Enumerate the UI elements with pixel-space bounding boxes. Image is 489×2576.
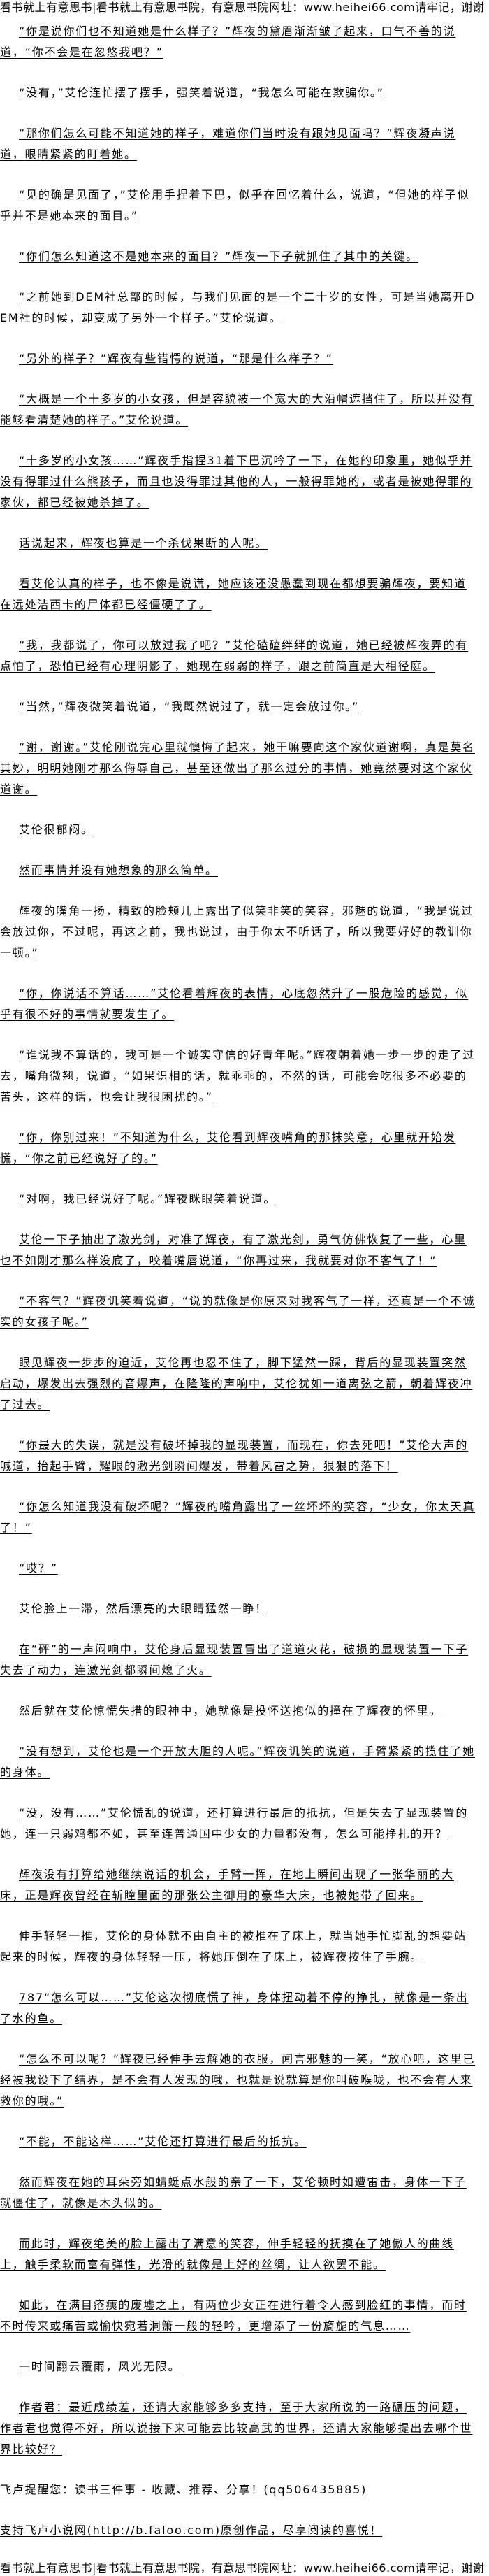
chapter-paragraph: 787“怎么可以……”艾伦这次彻底慌了神，身体扭动着不停的挣扎，就像是一条出了水… — [0, 1991, 469, 2025]
chapter-paragraph: 然而事情并没有她想象的那么简单。 — [19, 864, 218, 877]
chapter-paragraph: “当然，”辉夜微笑着说道，“我既然说过了，就一定会放过你。” — [19, 700, 360, 713]
chapter-paragraph: “另外的样子？”辉夜有些错愕的说道，“那是什么样子？” — [19, 352, 333, 365]
chapter-paragraph: “谢，谢谢。”艾伦刚说完心里就懊悔了起来，她干嘛要向这个家伙道谢啊，真是莫名其妙… — [0, 740, 475, 796]
chapter-paragraph: 然而辉夜在她的耳朵旁如蜻蜓点水般的亲了一下，艾伦顿时如遭雷击，身体一下子就僵住了… — [0, 2175, 467, 2210]
chapter-paragraph: “你，你说话不算话……”艾伦看着辉夜的表情，心底忽然升了一股危险的感觉，似乎有很… — [0, 987, 469, 1021]
site-banner-top: 看书就上有意思书|看书就上有意思书院，有意思书院网址：www.heihei66.… — [0, 1, 485, 14]
chapter-paragraph: “大概是一个十多岁的小女孩，但是容貌被一个宽大的大沿帽遮挡住了，所以并没有能够看… — [0, 392, 474, 427]
chapter-paragraph: “怎么不可以呢？”辉夜已经伸手去解她的衣服，闻言邪魅的一笑，“放心吧，这里已经被… — [0, 2052, 476, 2108]
chapter-paragraph: 话说起来，辉夜也算是一个杀伐果断的人呢。 — [19, 536, 268, 550]
chapter-paragraph: “没有想到，艾伦也是一个开放大胆的人呢。”辉夜讥笑的说道，手臂紧紧的揽住了她的身… — [0, 1745, 475, 1779]
chapter-paragraph: “谁说我不算话的，我可是一个诚实守信的好青年呢。”辉夜朝着她一步一步的走了过去，… — [0, 1048, 475, 1103]
reading-reminder: 飞卢提醒您：读书三件事 - 收藏、推荐、分享！(qq506435885) — [0, 2483, 367, 2496]
chapter-paragraph: 艾伦脸上一滞，然后漂亮的大眼睛猛然一睁！ — [19, 1602, 268, 1615]
chapter-paragraph: 辉夜的嘴角一扬，精致的脸颊儿上露出了似笑非笑的笑容，邪魅的说道，“我是说过会放过… — [0, 904, 474, 959]
chapter-paragraph: “之前她到DEM社总部的时候，与我们见面的是一个二十岁的女性，可是当她离开DEM… — [0, 290, 476, 324]
chapter-paragraph: “不客气？”辉夜讥笑着说道，“说的就像是你原来对我客气了一样，还真是一个不诚实的… — [0, 1294, 476, 1329]
chapter-paragraph: “你，你别过来！”不知道为什么，艾伦看到辉夜嘴角的那抹笑意，心里就开始发慌，“你… — [0, 1131, 456, 1165]
site-banner-bottom: 看书就上有意思书|看书就上有意思书院，有意思书院网址：www.heihei66.… — [0, 2561, 485, 2575]
chapter-paragraph: “十多岁的小女孩……”辉夜手指捏31着下巴沉吟了一下，在她的印象里，她似乎并没有… — [0, 454, 473, 509]
chapter-paragraph: 然后就在艾伦惊慌失措的眼神中，她就像是投怀送抱似的撞在了辉夜的怀里。 — [19, 1704, 442, 1717]
chapter-paragraph: “没有，”艾伦连忙摆了摆手，强笑着说道，“我怎么可能在欺骗你。” — [19, 86, 384, 99]
chapter-paragraph: 作者君：最近成绩差，还请大家能够多多支持，至于大家所说的一路碾压的问题，作者君也… — [0, 2400, 473, 2456]
chapter-paragraph: 伸手轻轻一推，艾伦的身体就不由自主的被推在了床上，就当她手忙脚乱的想要站起来的时… — [0, 1929, 467, 1963]
chapter-paragraph: 在“砰”的一声闷响中，艾伦身后显现装置冒出了道道火花，破损的显现装置一下子失去了… — [0, 1643, 469, 1677]
chapter-paragraph: 一时间翻云覆雨，风光无限。 — [19, 2360, 181, 2373]
chapter-paragraph: 辉夜没有打算给她继续说话的机会，手臂一挥，在地上瞬间出现了一张华丽的大床，正是辉… — [0, 1868, 455, 1902]
chapter-paragraph: “不能，不能这样……”艾伦还打算进行最后的抵抗。 — [19, 2135, 307, 2148]
site-support-note: 支持飞卢小说网(http://b.faloo.com)原创作品，尽享阅读的喜悦！ — [0, 2524, 383, 2537]
chapter-body: “你是说你们也不知道她是什么样子？”辉夜的黛眉渐渐皱了起来，口气不善的说道，“你… — [0, 21, 476, 2460]
chapter-paragraph: “哎？” — [19, 1561, 58, 1575]
chapter-paragraph: “那你们怎么可能不知道她的样子，难道你们当时没有跟她见面吗？”辉夜凝声说道，眼睛… — [0, 127, 456, 161]
chapter-paragraph: “你是说你们也不知道她是什么样子？”辉夜的黛眉渐渐皱了起来，口气不善的说道，“你… — [0, 24, 456, 59]
chapter-paragraph: “没，没有……”艾伦慌乱的说道，还打算进行最后的抵抗，但是失去了显现装置的她，连… — [0, 1806, 469, 1840]
chapter-paragraph: “你怎么知道我没有破坏呢？”辉夜的嘴角露出了一丝坏坏的笑容，“少女，你太天真了！… — [0, 1500, 476, 1534]
chapter-paragraph: 如此，在满目疮痍的废墟之上，有两位少女正在进行着令人感到脸红的事情，而时不时传来… — [0, 2298, 467, 2333]
chapter-paragraph: “你们怎么知道这不是她本来的面目？”辉夜一下子就抓住了其中的关键。 — [19, 250, 418, 263]
chapter-paragraph: 艾伦很郁闷。 — [19, 823, 94, 836]
chapter-paragraph: “我，我都说了，你可以放过我了吧？”艾伦磕磕绊绊的说道，她已经被辉夜弄的有点怕了… — [0, 638, 469, 673]
chapter-paragraph: 眼见辉夜一步步的迫近，艾伦再也忍不住了，脚下猛然一踩，背后的显现装置突然启动，爆… — [0, 1356, 473, 1411]
chapter-paragraph: “对啊，我已经说好了呢。”辉夜眯眼笑着说道。 — [19, 1192, 277, 1205]
chapter-paragraph: “见的确是见面了，”艾伦用手捏着下巴，似乎在回忆着什么，说道，“但她的样子似乎并… — [0, 188, 470, 222]
chapter-paragraph: “你最大的失误，就是没有破坏掉我的显现装置，而现在，你去死吧！”艾伦大声的喊道，… — [0, 1438, 469, 1473]
chapter-paragraph: 看艾伦认真的样子，也不像是说谎，她应该还没愚蠢到现在都想要骗辉夜，要知道在远处洁… — [0, 577, 467, 611]
chapter-paragraph: 而此时，辉夜绝美的脸上露出了满意的笑容，伸手轻轻的抚摸在了她傲人的曲线上，触手柔… — [0, 2237, 455, 2271]
chapter-paragraph: 艾伦一下子抽出了激光剑，对准了辉夜，有了激光剑，勇气仿佛恢复了一些，心里也不如刚… — [0, 1233, 467, 1267]
promo-notes: 飞卢提醒您：读书三件事 - 收藏、推荐、分享！(qq506435885) 支持飞卢… — [0, 2480, 476, 2541]
